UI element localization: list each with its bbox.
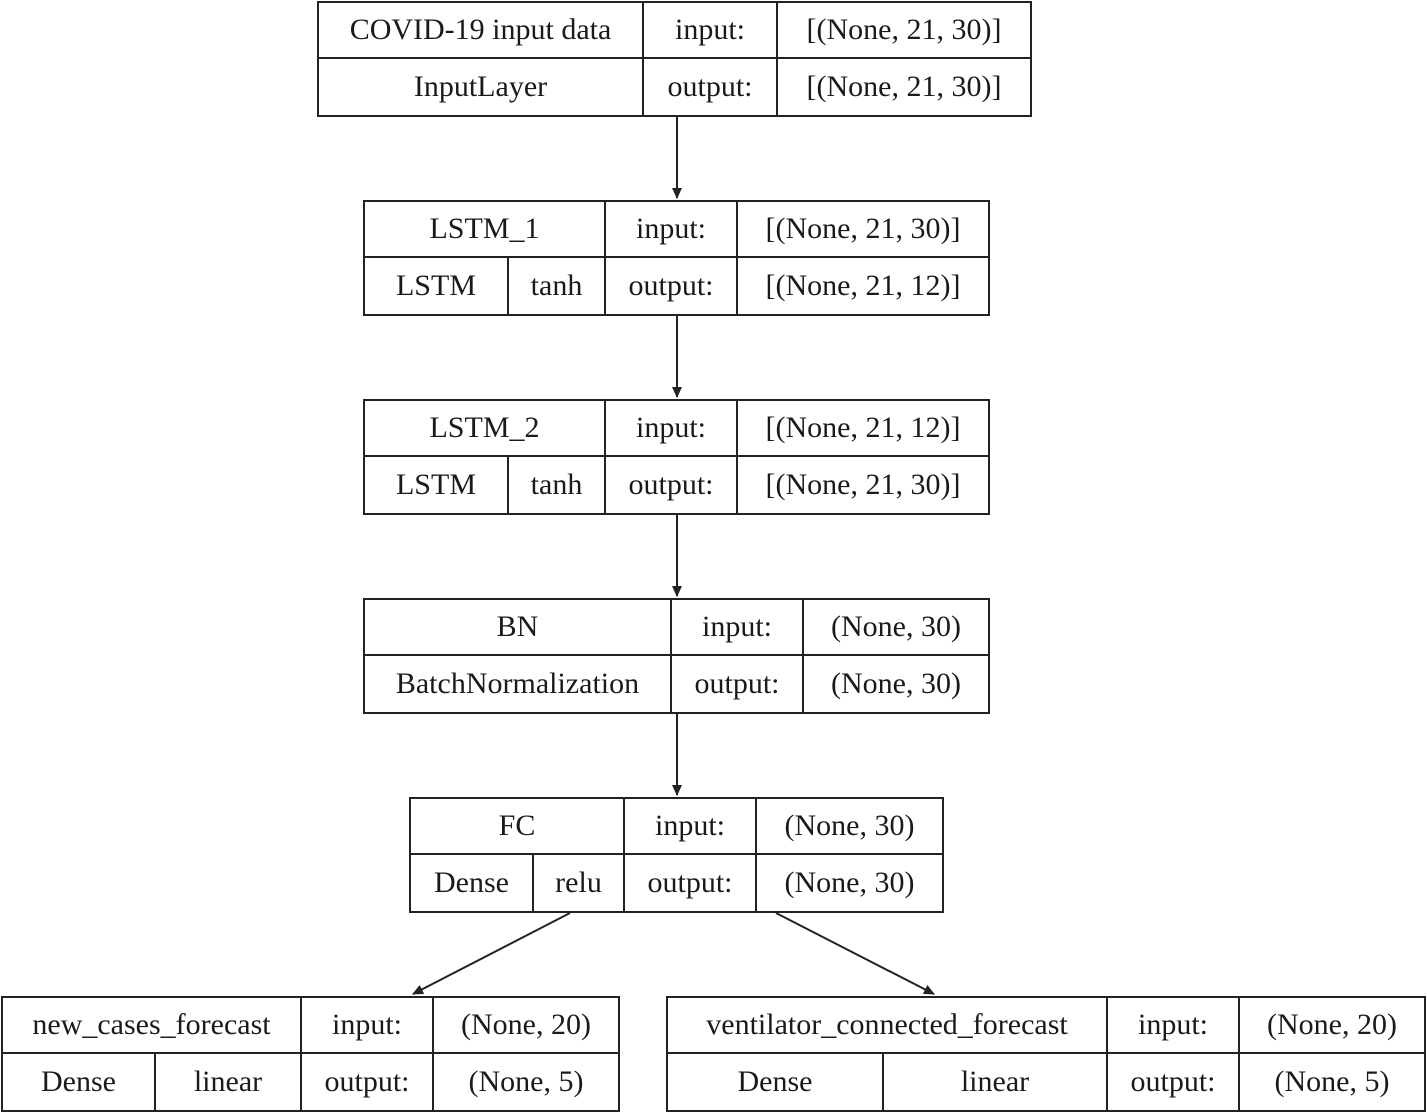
input-shape: [(None, 21, 30)] (738, 202, 988, 258)
input-label: input: (672, 600, 804, 656)
input-label: input: (644, 3, 778, 59)
output-label: output: (606, 457, 738, 513)
node-input-layer: COVID-19 input data input: [(None, 21, 3… (317, 1, 1032, 117)
input-shape: [(None, 21, 30)] (778, 3, 1030, 59)
node-fc: FC input: (None, 30) Dense relu output: … (409, 797, 944, 913)
node-name: new_cases_forecast (3, 998, 302, 1054)
output-shape: [(None, 21, 12)] (765, 269, 961, 302)
input-shape: (None, 20) (434, 998, 618, 1054)
output-shape: (None, 30) (831, 667, 961, 700)
output-label: output: (302, 1054, 434, 1110)
output-shape: [(None, 21, 30)] (806, 70, 1002, 103)
edge-fc-to-newcases (412, 912, 571, 995)
node-name: LSTM_2 (365, 401, 606, 457)
output-label: output: (644, 59, 778, 115)
input-label: input: (625, 799, 757, 855)
output-shape: [(None, 21, 30)] (765, 468, 961, 501)
node-name: COVID-19 input data (319, 3, 644, 59)
node-ventilator-connected-forecast: ventilator_connected_forecast input: (No… (666, 996, 1426, 1112)
input-label: input: (1108, 998, 1240, 1054)
node-lstm-1: LSTM_1 input: [(None, 21, 30)] LSTM tanh… (363, 200, 990, 316)
output-shape: (None, 5) (468, 1065, 584, 1098)
input-label: input: (606, 202, 738, 258)
node-type: InputLayer (319, 59, 644, 115)
input-label: input: (606, 401, 738, 457)
input-shape: [(None, 21, 12)] (738, 401, 988, 457)
input-label: input: (302, 998, 434, 1054)
node-type: LSTM (365, 457, 509, 513)
node-activation: tanh (509, 457, 606, 513)
output-shape: (None, 30) (784, 866, 915, 899)
input-shape: (None, 20) (1240, 998, 1424, 1054)
node-type: BatchNormalization (365, 656, 672, 712)
input-shape: (None, 30) (804, 600, 988, 656)
node-name: FC (411, 799, 625, 855)
node-type: Dense (3, 1054, 156, 1110)
output-label: output: (625, 855, 757, 911)
node-batch-normalization: BN input: (None, 30) BatchNormalization … (363, 598, 990, 714)
output-shape: (None, 5) (1274, 1065, 1390, 1098)
output-label: output: (606, 258, 738, 314)
node-lstm-2: LSTM_2 input: [(None, 21, 12)] LSTM tanh… (363, 399, 990, 515)
output-label: output: (1108, 1054, 1240, 1110)
output-label: output: (672, 656, 804, 712)
node-type: Dense (668, 1054, 884, 1110)
node-name: BN (365, 600, 672, 656)
edge-fc-to-ventilator (775, 912, 935, 995)
node-new-cases-forecast: new_cases_forecast input: (None, 20) Den… (1, 996, 620, 1112)
input-shape: (None, 30) (757, 799, 942, 855)
node-type: Dense (411, 855, 534, 911)
node-activation: linear (156, 1054, 302, 1110)
node-type: LSTM (365, 258, 509, 314)
node-activation: tanh (509, 258, 606, 314)
node-name: ventilator_connected_forecast (668, 998, 1108, 1054)
node-activation: relu (534, 855, 625, 911)
node-activation: linear (884, 1054, 1108, 1110)
node-name: LSTM_1 (365, 202, 606, 258)
